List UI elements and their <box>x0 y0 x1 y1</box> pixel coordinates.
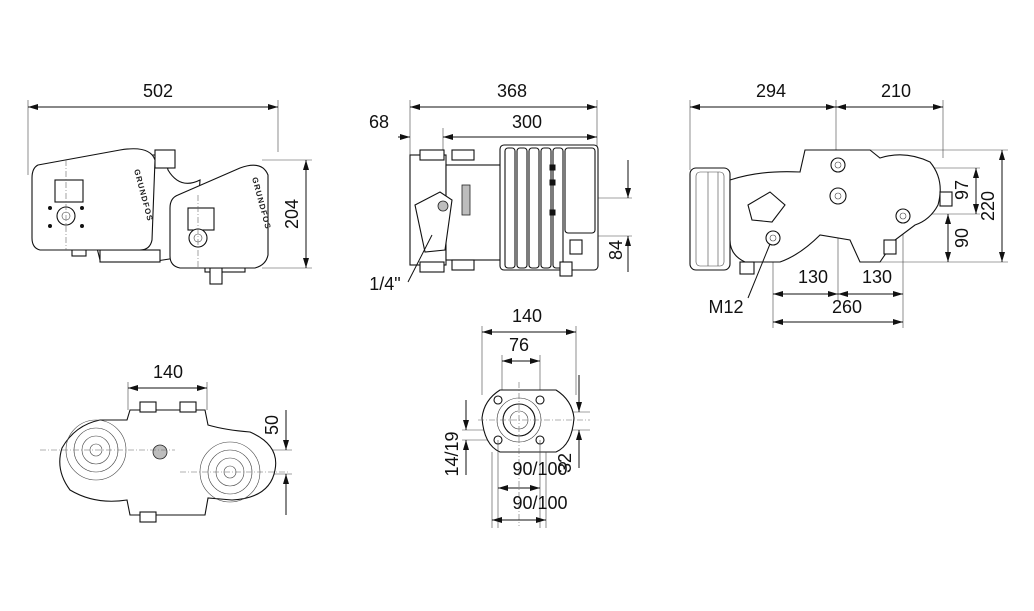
side-length-label: 300 <box>512 112 542 132</box>
end-center-bolt-icon <box>829 187 847 205</box>
flange-center-label: 32 <box>555 453 575 473</box>
flange-outer-label: 140 <box>512 306 542 326</box>
thread-leader-line <box>407 234 433 283</box>
flange-view: 140 76 14/19 32 90/ <box>442 306 590 528</box>
end-left-label: 294 <box>756 81 786 101</box>
end-bolt-thread-label: M12 <box>708 297 743 317</box>
end-terminal-box <box>747 191 786 223</box>
side-view: 368 68 300 84 <box>369 81 632 294</box>
end-view: 294 210 97 220 90 130 130 260 <box>689 81 1008 328</box>
side-thread-label: 1/4" <box>369 274 400 294</box>
end-bolt-right-label: 130 <box>862 267 892 287</box>
end-height-label-1: 97 <box>952 180 972 200</box>
flange-hole-label: 14/19 <box>442 431 462 476</box>
side-pump-housing <box>445 164 502 261</box>
flange-pcd-label-1: 90/100 <box>512 459 567 479</box>
side-cable-gland-2 <box>559 261 573 277</box>
front-height-label: 204 <box>282 199 302 229</box>
flange-pcd-label-2: 90/100 <box>512 493 567 513</box>
front-view: 502 204 GRUNDFOS GRUNDFOS <box>27 81 312 285</box>
end-height-label-3: 90 <box>952 228 972 248</box>
left-motor-control-box <box>31 148 156 251</box>
top-width-label: 140 <box>153 362 183 382</box>
side-vent-plug-icon <box>437 200 449 212</box>
end-bolt-left-label: 130 <box>798 267 828 287</box>
side-height-label: 84 <box>606 240 626 260</box>
end-bolt-total-label: 260 <box>832 297 862 317</box>
top-view: 140 50 <box>40 362 292 523</box>
end-pump-housing <box>729 149 941 263</box>
end-height-label-2: 220 <box>978 191 998 221</box>
end-right-label: 210 <box>881 81 911 101</box>
left-display-icon <box>54 179 84 203</box>
end-top-bolt-icon <box>830 157 846 173</box>
right-display-icon <box>187 207 215 231</box>
flange-inner-label: 76 <box>509 335 529 355</box>
side-top-flange <box>419 149 445 161</box>
front-flange-foot-left <box>99 249 161 263</box>
end-right-bolt-icon <box>895 208 911 224</box>
front-bottom-connector <box>209 267 223 285</box>
end-left-bolt-icon <box>765 230 781 246</box>
top-pump-body <box>59 409 277 516</box>
side-cable-gland-1 <box>569 239 583 255</box>
flange-bolt-hole-icon <box>493 395 503 405</box>
side-total-label: 368 <box>497 81 527 101</box>
side-offset-label: 68 <box>369 112 389 132</box>
front-width-label: 502 <box>143 81 173 101</box>
bolt-thread-leader <box>747 243 771 299</box>
top-center-plug-icon <box>152 444 168 460</box>
front-top-nozzle <box>154 149 176 169</box>
top-offset-label: 50 <box>262 415 282 435</box>
